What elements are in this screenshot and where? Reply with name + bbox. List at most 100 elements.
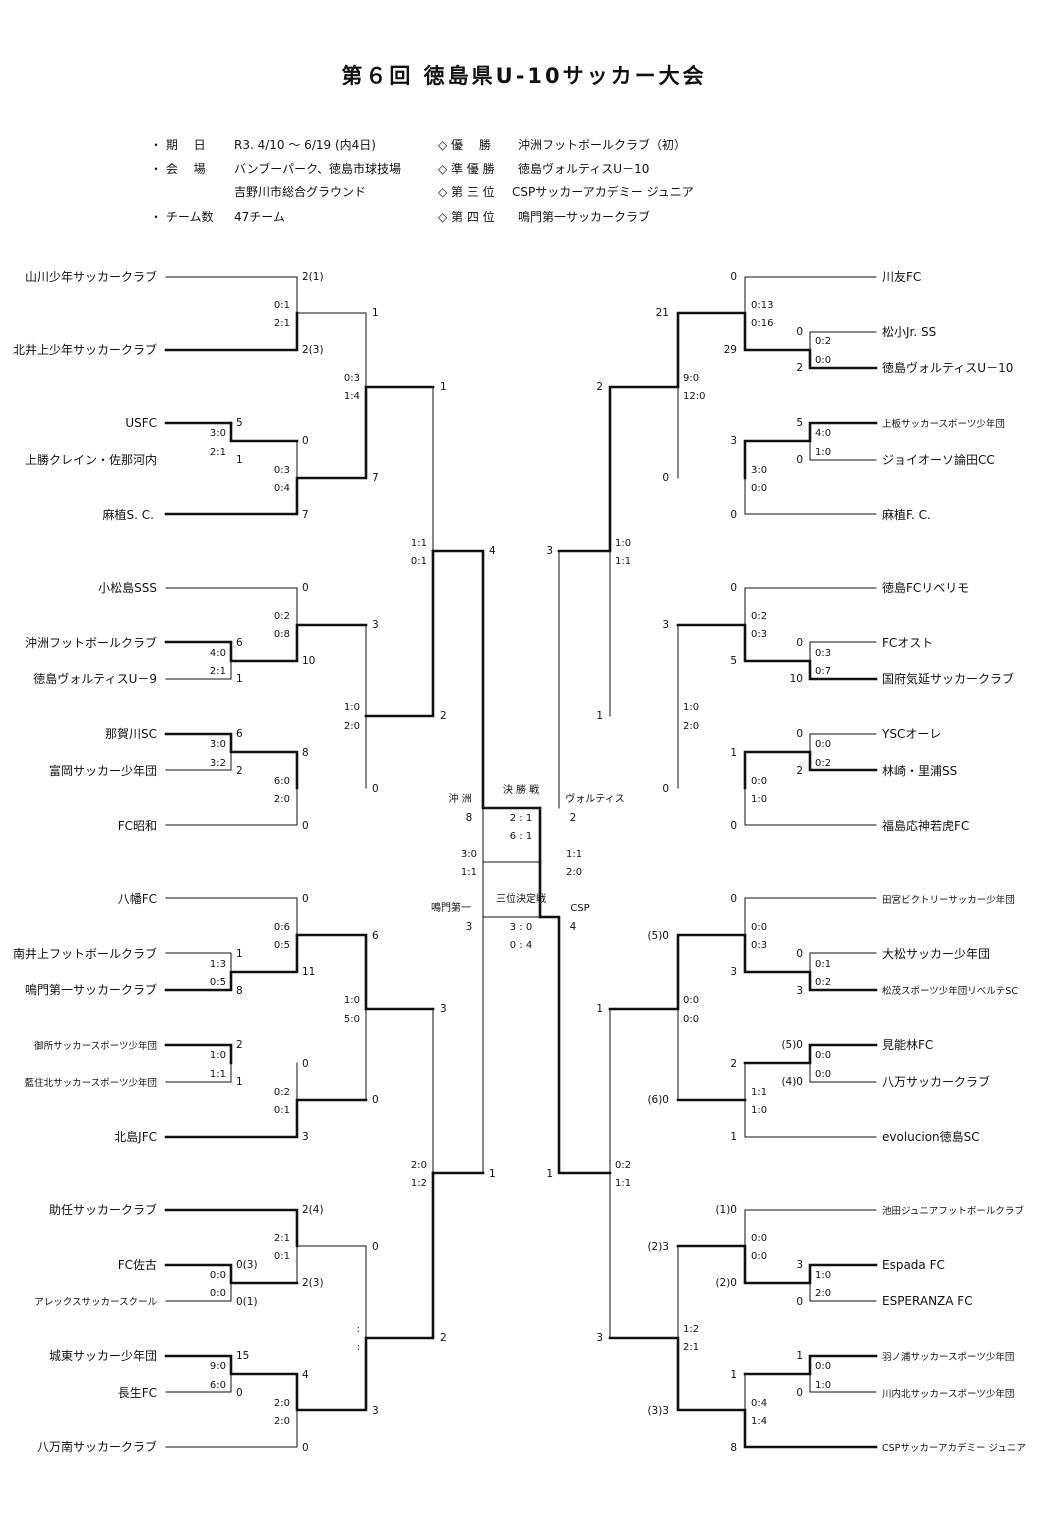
team-name: 見能林FC bbox=[882, 1038, 933, 1052]
team-name: 北島JFC bbox=[114, 1129, 157, 1144]
bracket-line-winner bbox=[164, 1098, 368, 1139]
half-score: 1:0 bbox=[815, 447, 831, 458]
score: 0(3) bbox=[236, 1259, 258, 1271]
bracket-line bbox=[165, 1062, 232, 1083]
bracket-line bbox=[165, 751, 232, 771]
final-left-team: 沖 洲 bbox=[448, 792, 471, 805]
half-score: 1:0 bbox=[751, 1105, 767, 1116]
score: 0 bbox=[302, 1058, 309, 1070]
teams-label: ・ チーム数 bbox=[150, 210, 214, 224]
half-score: 1:4 bbox=[751, 1416, 767, 1427]
team-name: ジョイオーソ論田CC bbox=[882, 452, 995, 467]
half-score: 0:2 bbox=[274, 611, 290, 622]
half-score: 0:0 bbox=[815, 355, 831, 366]
half-score: 0:0 bbox=[210, 1270, 226, 1281]
score: 6 bbox=[372, 930, 379, 942]
team-name: 助任サッカークラブ bbox=[49, 1202, 157, 1217]
score: 6 bbox=[236, 637, 243, 649]
team-name: 御所サッカースポーツ少年団 bbox=[34, 1040, 157, 1052]
team-name: アレックスサッカースクール bbox=[34, 1297, 157, 1308]
half-score: 1:0 bbox=[683, 702, 699, 713]
team-name: 上勝クレイン・佐那河内 bbox=[25, 452, 157, 467]
bracket-line-winner bbox=[676, 623, 878, 681]
bracket-line bbox=[809, 641, 877, 662]
half-score: 1:0 bbox=[751, 794, 767, 805]
score: 0 bbox=[302, 893, 309, 905]
half-score: 1:1 bbox=[751, 1087, 767, 1098]
half-score: 6:0 bbox=[274, 776, 290, 787]
half-score: 0:0 bbox=[815, 739, 831, 750]
bracket-line bbox=[744, 477, 877, 515]
score: 3 bbox=[372, 619, 379, 631]
score: 1 bbox=[730, 1131, 737, 1143]
score: 0 bbox=[302, 820, 309, 832]
half-score: 1:4 bbox=[344, 391, 360, 402]
bracket-line bbox=[744, 587, 877, 626]
score: 0 bbox=[372, 783, 379, 795]
score: 1 bbox=[796, 1350, 803, 1362]
score: 5 bbox=[796, 417, 803, 429]
score: 0 bbox=[796, 326, 803, 338]
bracket-line-winner bbox=[295, 933, 435, 1011]
final-title: 決 勝 戦 bbox=[503, 783, 539, 796]
bracket-line-winner bbox=[164, 1208, 299, 1248]
score: 10 bbox=[302, 655, 315, 667]
team-name: 八万南サッカークラブ bbox=[37, 1439, 157, 1454]
half-score: 0:2 bbox=[615, 1160, 631, 1171]
score: 3 bbox=[730, 966, 737, 978]
final-right-team: ヴォルティス bbox=[565, 792, 624, 805]
score: 0 bbox=[302, 582, 309, 594]
bracket-line-winner bbox=[164, 385, 435, 516]
score: 0 bbox=[730, 582, 737, 594]
half-score: 1:0 bbox=[210, 1050, 226, 1061]
score: 8 bbox=[302, 747, 309, 759]
team-name: FC佐古 bbox=[118, 1257, 157, 1272]
team-name: 富岡サッカー少年団 bbox=[49, 763, 157, 778]
fourth-place-value: 鳴門第一サッカークラブ bbox=[518, 210, 651, 224]
half-score: 0:3 bbox=[751, 940, 767, 951]
score: 1 bbox=[236, 1076, 243, 1088]
score: 1 bbox=[440, 381, 447, 393]
team-name: 徳島ヴォルティスU－9 bbox=[33, 671, 157, 686]
bracket-line-winner bbox=[164, 732, 299, 790]
bracket-line bbox=[165, 897, 298, 936]
score: (1)0 bbox=[715, 1204, 737, 1216]
half-score: 1:3 bbox=[210, 959, 226, 970]
score: 3 bbox=[796, 1259, 803, 1271]
half-score: 0:0 bbox=[815, 1361, 831, 1372]
score: 0 bbox=[796, 948, 803, 960]
team-name: 山川少年サッカークラブ bbox=[25, 269, 157, 284]
bracket-line bbox=[165, 587, 298, 626]
score: 2 bbox=[730, 1058, 737, 1070]
half-score: 1:0 bbox=[815, 1380, 831, 1391]
score: 0 bbox=[302, 435, 309, 447]
half-score: 9:0 bbox=[210, 1361, 226, 1372]
half-score: 2:1 bbox=[274, 318, 290, 329]
score: 4 bbox=[489, 545, 496, 557]
half-score: 0:5 bbox=[210, 977, 226, 988]
team-name: Espada FC bbox=[882, 1258, 945, 1272]
score: 1 bbox=[546, 1168, 553, 1180]
bracket-line bbox=[165, 787, 298, 826]
half-score: 1:1 bbox=[461, 867, 477, 878]
score: 15 bbox=[236, 1350, 249, 1362]
third-place-left-total: 3 bbox=[466, 921, 473, 933]
score: (3)3 bbox=[647, 1405, 669, 1417]
bracket-line-winner bbox=[743, 1354, 878, 1376]
half-score: 1:0 bbox=[815, 1270, 831, 1281]
half-score: 3:2 bbox=[210, 758, 226, 769]
team-name: 八万サッカークラブ bbox=[882, 1074, 990, 1089]
team-name: 上板サッカースポーツ少年団 bbox=[882, 418, 1005, 430]
score: 0 bbox=[796, 454, 803, 466]
team-name: 麻植S. C. bbox=[103, 507, 154, 522]
bracket-line-winner bbox=[608, 1336, 878, 1449]
team-name: 沖洲フットボールクラブ bbox=[25, 635, 157, 650]
score: 8 bbox=[730, 1442, 737, 1454]
half-score: 0:16 bbox=[751, 318, 773, 329]
half-score: 0:7 bbox=[815, 666, 831, 677]
bracket-line bbox=[165, 1282, 232, 1302]
half-score: 0:0 bbox=[751, 1233, 767, 1244]
score: 0 bbox=[372, 1241, 379, 1253]
half-score: 0:4 bbox=[751, 1398, 767, 1409]
team-name: 大松サッカー少年団 bbox=[882, 947, 990, 961]
